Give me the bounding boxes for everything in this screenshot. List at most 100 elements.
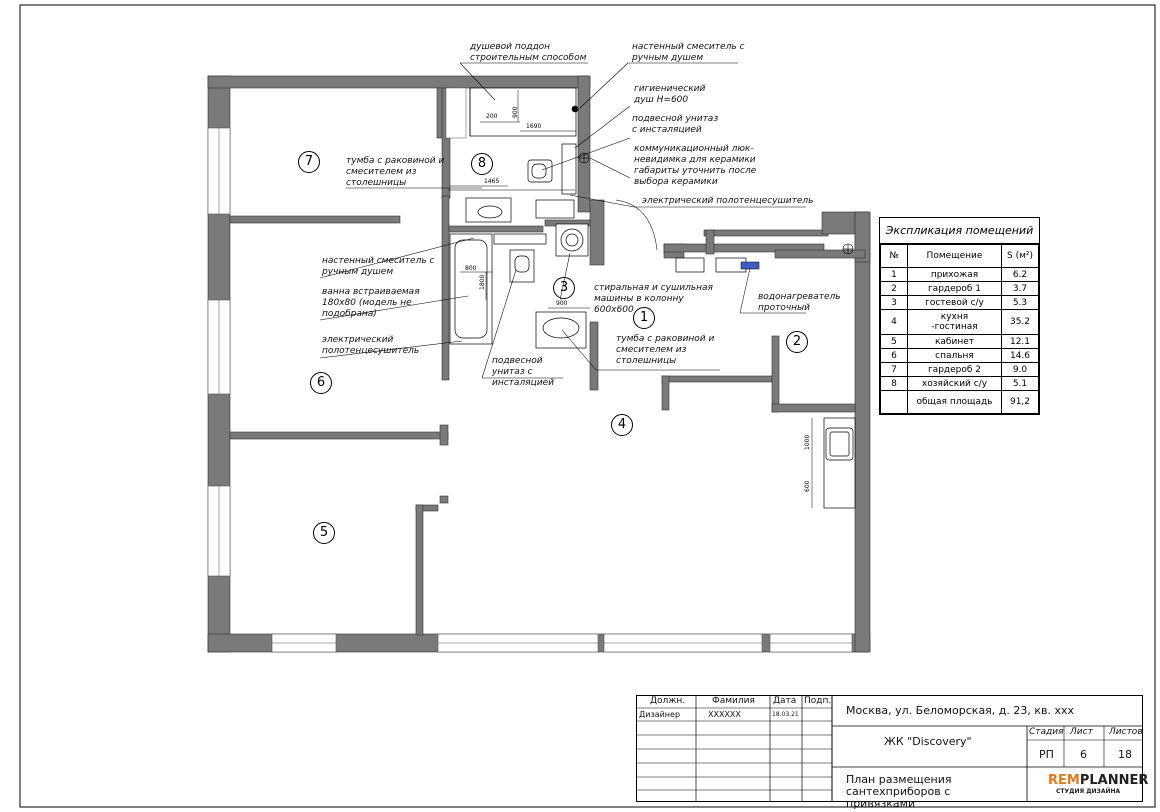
- table-row: 4 кухня -гостиная 35.2: [880, 309, 1039, 335]
- title-block-col-position: Должн.: [650, 696, 686, 706]
- bathroom-8-fixtures: [465, 87, 577, 223]
- explication-cell-room: кухня -гостиная: [907, 309, 1002, 335]
- explication-title: Экспликация помещений: [880, 218, 1039, 244]
- annotation-vanity-mid: тумба с раковиной и смесителем из столеш…: [616, 334, 715, 366]
- title-block-drawing-name: План размещения сантехприборов с привязк…: [846, 773, 952, 810]
- title-block-address: Москва, ул. Беломорская, д. 23, кв. ххх: [846, 704, 1075, 717]
- explication-header-row: № Помещение S (м²): [880, 244, 1039, 268]
- room-number-8: 8: [471, 153, 493, 175]
- water-heater-mark: [740, 261, 760, 270]
- explication-cell-room: прихожая: [907, 267, 1002, 282]
- explication-table: Экспликация помещений № Помещение S (м²)…: [879, 217, 1040, 415]
- explication-cell-area: 35.2: [1001, 309, 1039, 335]
- explication-cell-area: 3.7: [1001, 281, 1039, 296]
- annotation-towel-rail-top: электрический полотенцесушитель: [642, 196, 814, 206]
- explication-cell-area: 5.1: [1001, 376, 1039, 391]
- dimension-1800: 1800: [479, 274, 486, 290]
- explication-cell-number: 1: [880, 267, 908, 282]
- annotation-bathtub: ванна встраиваемая 180х80 (модель не под…: [322, 287, 420, 319]
- logo-subtitle: СТУДИЯ ДИЗАЙНА: [1056, 788, 1121, 795]
- title-block-position: Дизайнер: [639, 710, 681, 719]
- room-number-1: 1: [633, 307, 655, 329]
- explication-cell-room: кабинет: [907, 334, 1002, 349]
- annotation-hatch: коммуникационный люк-невидимка для керам…: [634, 144, 757, 187]
- explication-cell-room: гостевой с/у: [907, 295, 1002, 310]
- explication-cell-room: гардероб 2: [907, 362, 1002, 377]
- explication-cell-area: 9.0: [1001, 362, 1039, 377]
- annotation-water-heater: водонагреватель проточный: [758, 292, 841, 313]
- room-number-4: 4: [611, 414, 633, 436]
- title-block-complex: ЖК "Discovery": [884, 735, 972, 748]
- annotation-wall-mixer-left: настенный смеситель с ручным душем: [322, 256, 435, 277]
- title-block-grid: [636, 695, 1143, 802]
- annotation-towel-rail-left: электрический полотенцесушитель: [322, 335, 420, 356]
- title-block-col-sign: Подп.: [804, 696, 832, 706]
- dimension-lines: [450, 90, 813, 508]
- explication-header-number: №: [880, 244, 908, 268]
- room-number-5: 5: [313, 522, 335, 544]
- explication-total-empty: [880, 390, 908, 414]
- explication-cell-area: 5.3: [1001, 295, 1039, 310]
- table-row: 3 гостевой с/у 5.3: [880, 295, 1039, 310]
- title-block-stage: РП: [1039, 748, 1054, 761]
- explication-cell-area: 14.6: [1001, 348, 1039, 363]
- explication-total-row: общая площадь 91,2: [880, 390, 1039, 414]
- bathroom-3-fixtures: [449, 223, 589, 349]
- title-block-sheets: 18: [1118, 748, 1132, 761]
- room-number-6: 6: [310, 372, 332, 394]
- explication-cell-number: 7: [880, 362, 908, 377]
- annotation-wall-mixer-top: настенный смеситель с ручным душем: [632, 42, 745, 63]
- room-number-7: 7: [298, 151, 320, 173]
- table-row: 1 прихожая 6.2: [880, 267, 1039, 282]
- title-block-sheets-label: Листов: [1109, 727, 1143, 737]
- title-block-col-date: Дата: [773, 696, 797, 706]
- table-row: 7 гардероб 2 9.0: [880, 362, 1039, 377]
- dimension-1465: 1465: [484, 178, 500, 185]
- explication-cell-area: 12.1: [1001, 334, 1039, 349]
- explication-cell-number: 6: [880, 348, 908, 363]
- dimension-900-bottom: 900: [556, 300, 568, 307]
- explication-header-area: S (м²): [1001, 244, 1039, 268]
- annotation-vanity-top: тумба с раковиной и смесителем из столеш…: [346, 156, 445, 188]
- title-block-stage-label: Стадия: [1029, 727, 1064, 737]
- annotation-hygienic-shower: гигиенический душ H=600: [634, 84, 706, 105]
- table-row: 8 хозяйский с/у 5.1: [880, 376, 1039, 391]
- logo-planner: PLANNER: [1079, 773, 1149, 788]
- table-row: 2 гардероб 1 3.7: [880, 281, 1039, 296]
- explication-header-room: Помещение: [907, 244, 1002, 268]
- explication-cell-number: 4: [880, 309, 908, 335]
- remplanner-logo: REMPLANNER: [1048, 773, 1148, 788]
- explication-cell-number: 3: [880, 295, 908, 310]
- dimension-1000: 1000: [804, 434, 811, 450]
- annotation-washer-dryer: стиральная и сушильная машины в колонну …: [594, 283, 713, 315]
- explication-cell-number: 8: [880, 376, 908, 391]
- kitchen-fixtures: [675, 257, 856, 509]
- leader-lines: [319, 62, 806, 379]
- title-block: Должн. Фамилия Дата Подп. Дизайнер XXXXX…: [636, 695, 1148, 810]
- logo-rem: REM: [1048, 773, 1080, 788]
- annotation-wall-wc-top: подвесной унитаз с инсталяцией: [632, 114, 719, 135]
- annotation-shower-tray: душевой поддон строительным способом: [470, 42, 587, 63]
- annotation-wall-wc-bottom: подвесной унитаз с инсталяцией: [492, 356, 554, 388]
- room-number-2: 2: [786, 331, 808, 353]
- dimension-600: 600: [804, 480, 811, 492]
- sheet-frame: [19, 4, 1156, 808]
- dimension-800: 800: [465, 265, 477, 272]
- explication-cell-room: хозяйский с/у: [907, 376, 1002, 391]
- title-block-surname: XXXXXX: [708, 710, 741, 719]
- dimension-200: 200: [486, 113, 498, 120]
- title-block-date: 18.03.21: [772, 711, 799, 718]
- explication-total-value: 91,2: [1001, 390, 1039, 414]
- title-block-col-surname: Фамилия: [712, 696, 755, 706]
- walls: [207, 75, 871, 653]
- explication-cell-number: 2: [880, 281, 908, 296]
- table-row: 5 кабинет 12.1: [880, 334, 1039, 349]
- explication-cell-number: 5: [880, 334, 908, 349]
- explication-cell-room: гардероб 1: [907, 281, 1002, 296]
- dimension-900-top: 900: [512, 106, 519, 118]
- title-block-sheet: 6: [1080, 748, 1087, 761]
- explication-cell-area: 6.2: [1001, 267, 1039, 282]
- room-number-3: 3: [553, 277, 575, 299]
